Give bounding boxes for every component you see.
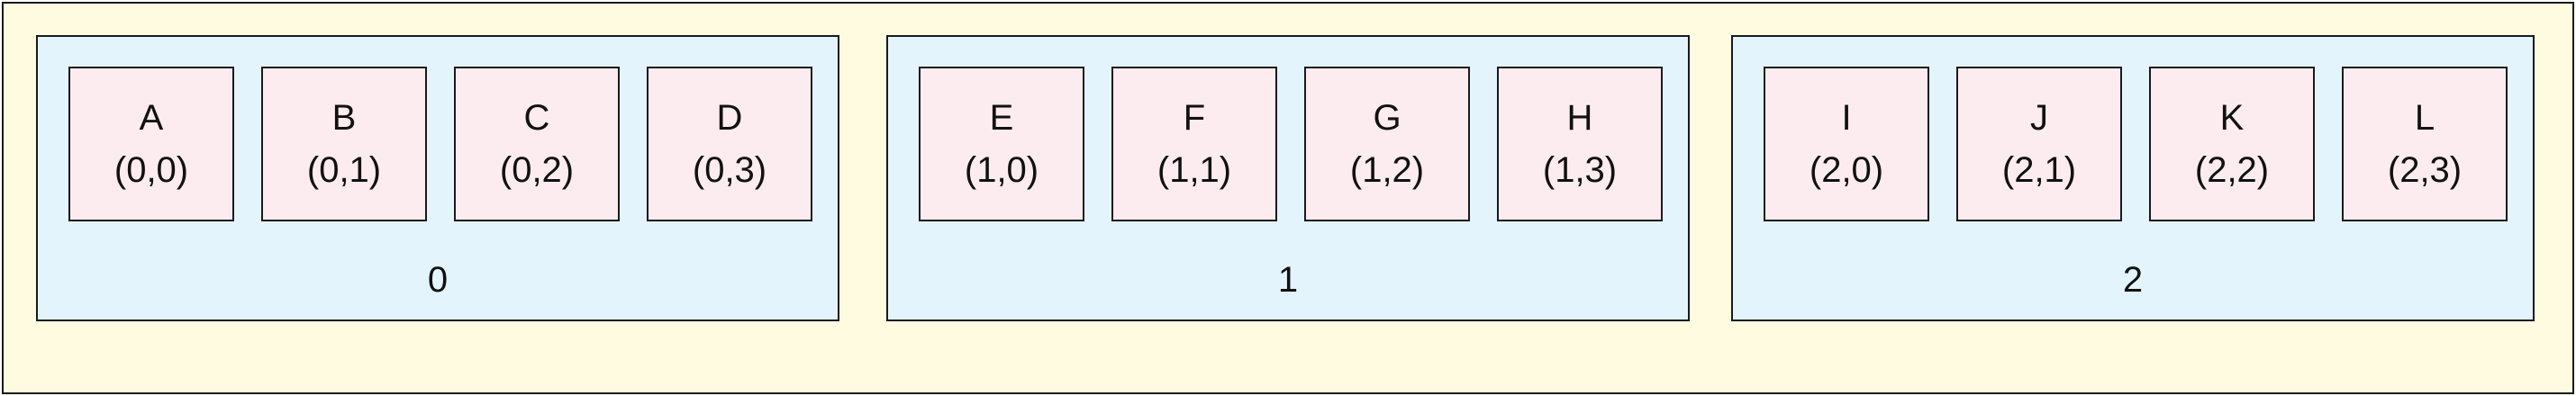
cell-c: C (0,2) <box>454 67 620 221</box>
cell-letter: H <box>1566 98 1593 138</box>
cell-coord: (0,2) <box>499 150 575 190</box>
cell-letter: C <box>523 98 550 138</box>
cell-k: K (2,2) <box>2149 67 2315 221</box>
cell-letter: J <box>2030 98 2048 138</box>
cell-coord: (1,3) <box>1542 150 1618 190</box>
cell-coord: (1,0) <box>964 150 1039 190</box>
group-label: 2 <box>2122 260 2144 300</box>
cell-letter: L <box>2414 98 2435 138</box>
cell-letter: I <box>1841 98 1852 138</box>
cell-coord: (2,2) <box>2194 150 2270 190</box>
cell-i: I (2,0) <box>1764 67 1929 221</box>
cell-coord: (0,3) <box>692 150 767 190</box>
cell-j: J (2,1) <box>1956 67 2122 221</box>
cell-letter: D <box>716 98 743 138</box>
group-2: I (2,0) J (2,1) K (2,2) L (2,3) 2 <box>1731 35 2535 321</box>
cell-letter: E <box>989 98 1014 138</box>
cell-d: D (0,3) <box>647 67 812 221</box>
group-label: 1 <box>1277 260 1299 300</box>
group-cells: E (1,0) F (1,1) G (1,2) H (1,3) <box>919 67 1663 221</box>
cell-l: L (2,3) <box>2342 67 2508 221</box>
cell-e: E (1,0) <box>919 67 1084 221</box>
group-0: A (0,0) B (0,1) C (0,2) D (0,3) 0 <box>36 35 839 321</box>
cell-coord: (0,0) <box>113 150 189 190</box>
cell-a: A (0,0) <box>68 67 234 221</box>
group-cells: A (0,0) B (0,1) C (0,2) D (0,3) <box>68 67 812 221</box>
cell-letter: G <box>1373 98 1401 138</box>
cell-coord: (2,0) <box>1809 150 1884 190</box>
cell-b: B (0,1) <box>261 67 427 221</box>
cell-g: G (1,2) <box>1304 67 1470 221</box>
group-cells: I (2,0) J (2,1) K (2,2) L (2,3) <box>1764 67 2508 221</box>
cell-coord: (1,1) <box>1156 150 1232 190</box>
group-label: 0 <box>427 260 449 300</box>
cell-coord: (2,3) <box>2387 150 2463 190</box>
cell-letter: K <box>2219 98 2245 138</box>
cell-letter: F <box>1183 98 1206 138</box>
cell-h: H (1,3) <box>1497 67 1663 221</box>
cell-coord: (1,2) <box>1349 150 1425 190</box>
cell-coord: (0,1) <box>306 150 382 190</box>
cell-f: F (1,1) <box>1111 67 1277 221</box>
cell-letter: A <box>139 98 164 138</box>
cell-coord: (2,1) <box>2001 150 2077 190</box>
cell-letter: B <box>331 98 357 138</box>
group-1: E (1,0) F (1,1) G (1,2) H (1,3) 1 <box>886 35 1690 321</box>
